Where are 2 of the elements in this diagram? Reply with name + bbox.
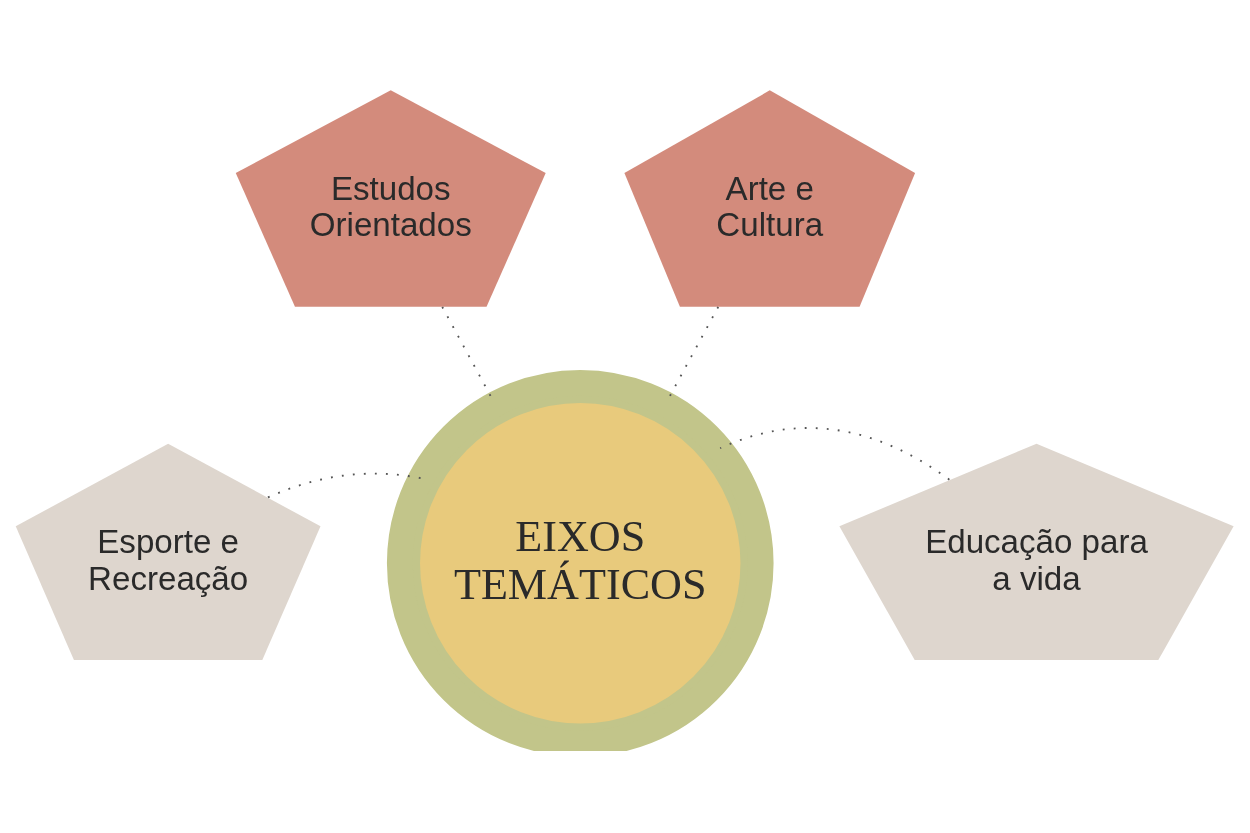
connector (267, 472, 422, 498)
connector (719, 426, 951, 481)
